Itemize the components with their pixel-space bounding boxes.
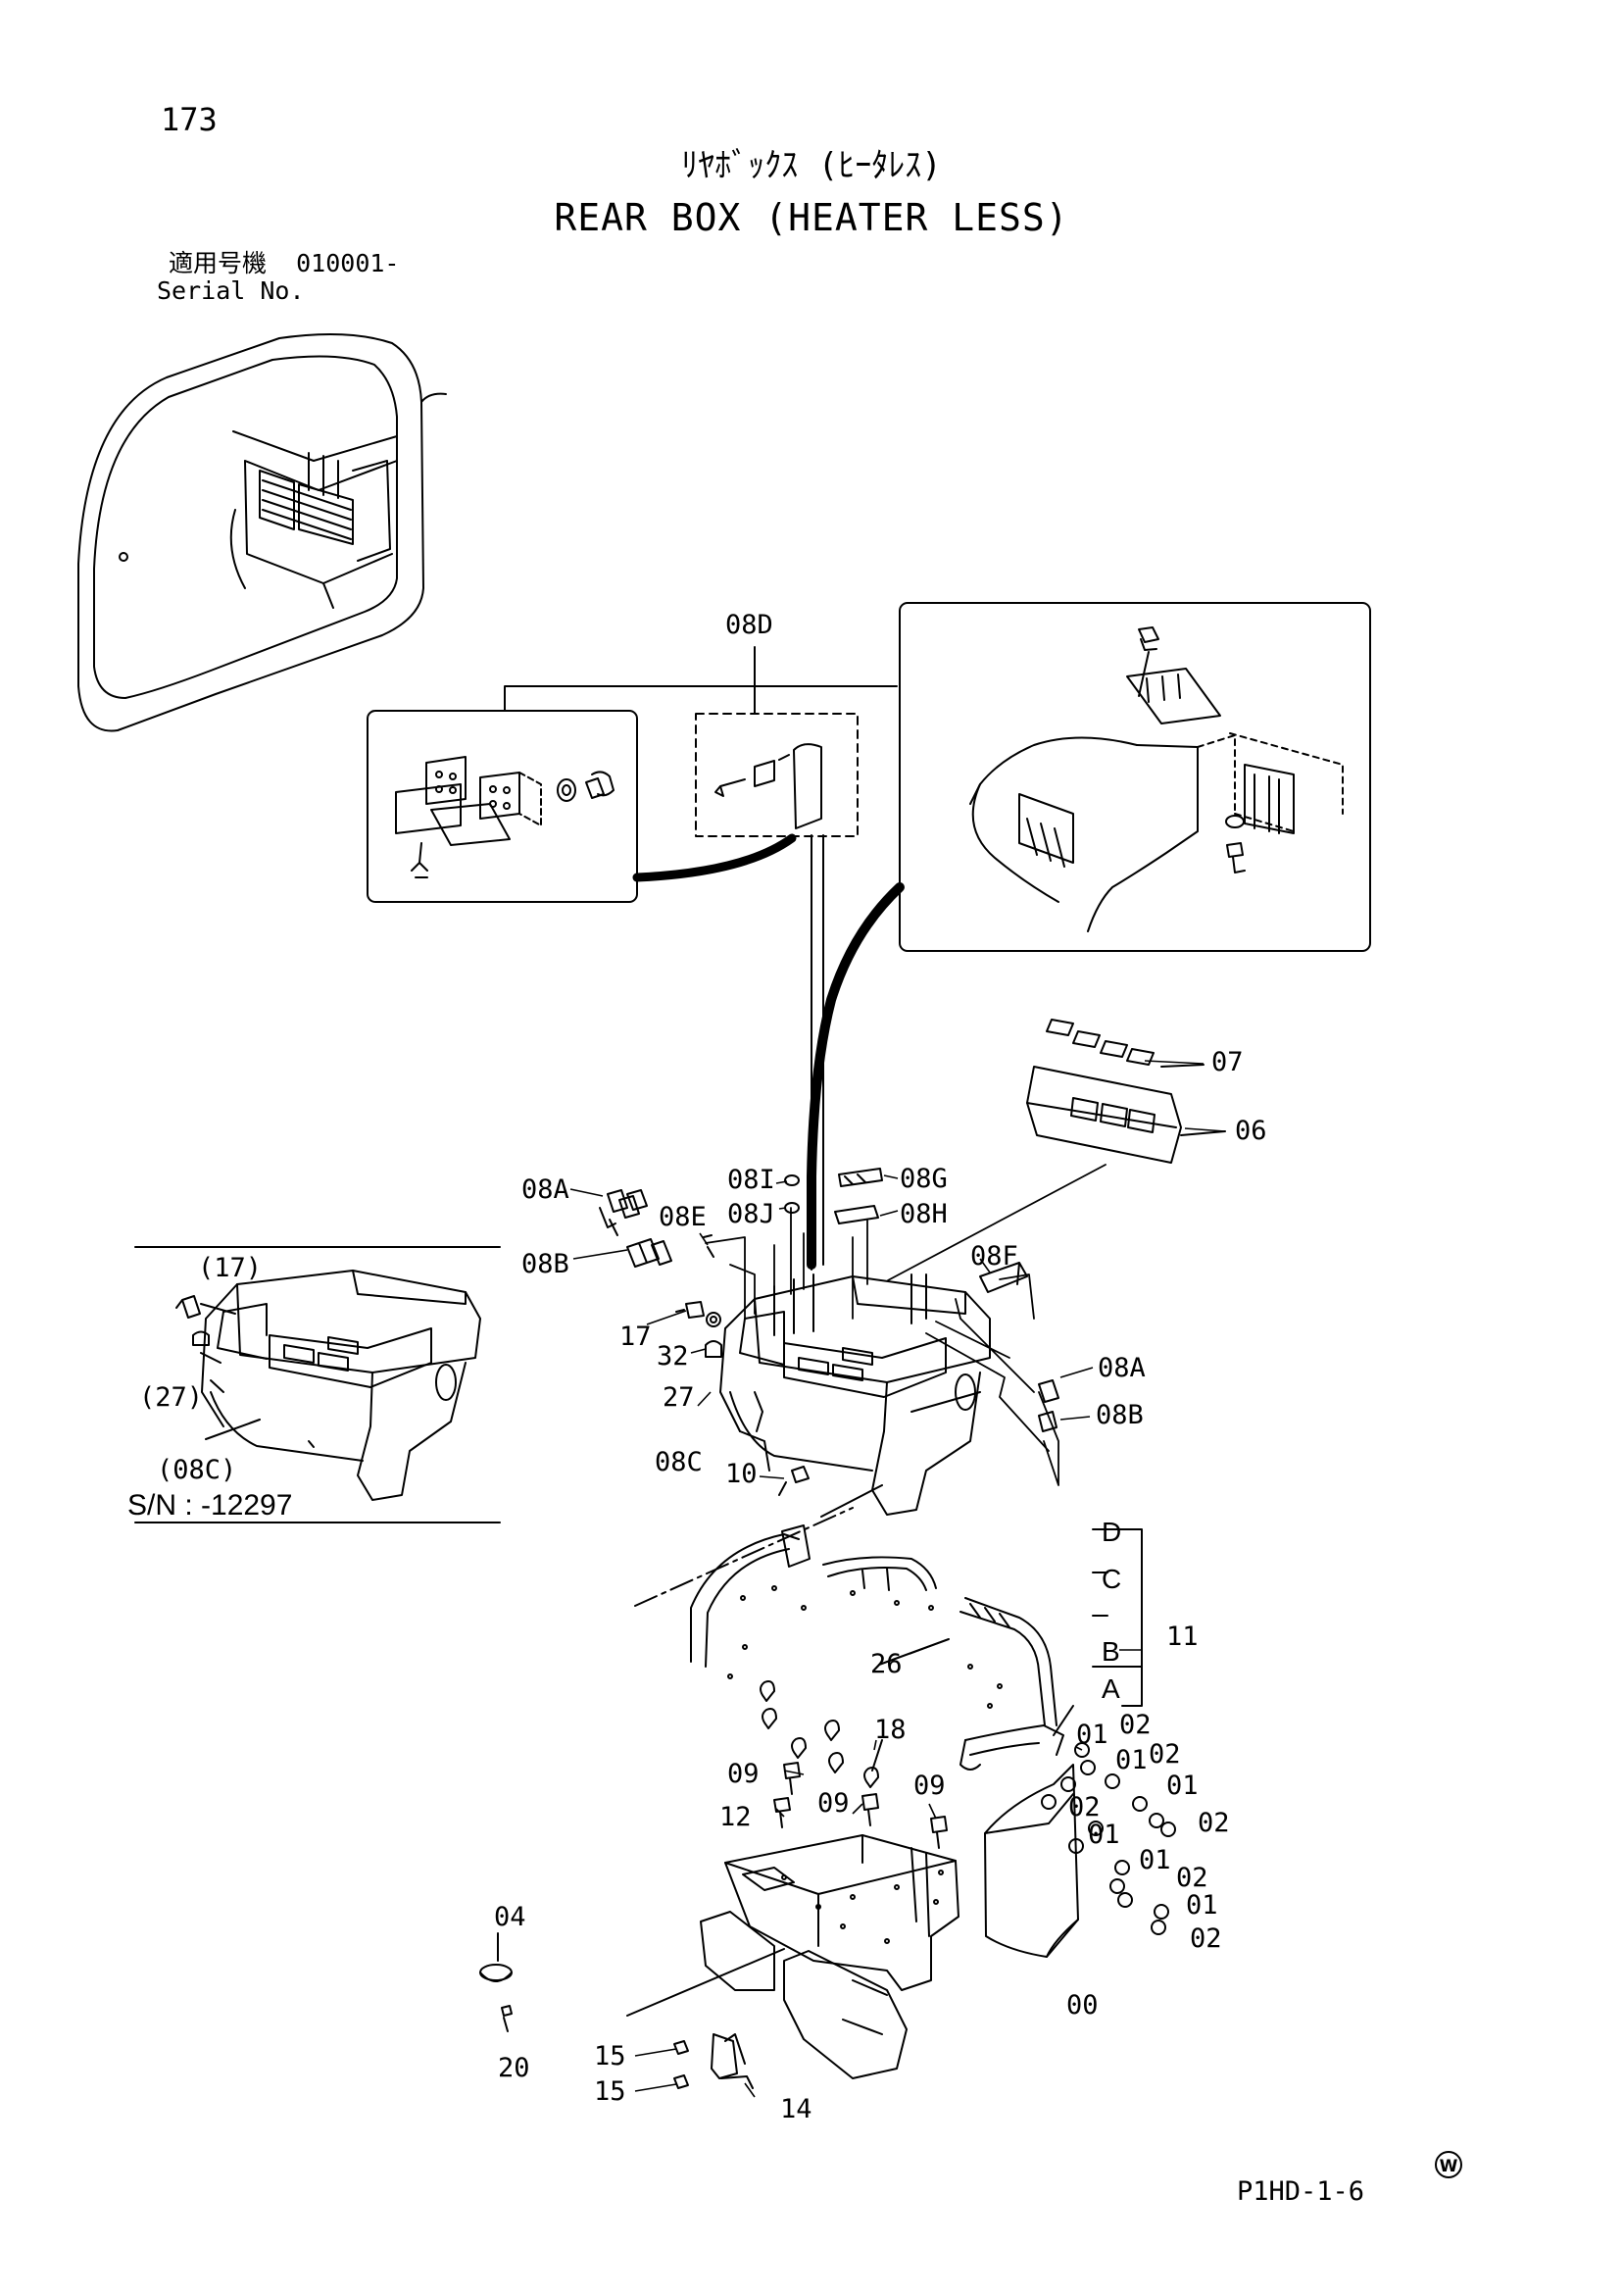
callout-02-c: 02 (1068, 1792, 1101, 1822)
bolts-01-02 (1041, 1742, 1176, 1935)
callout-08H: 08H (900, 1199, 948, 1229)
callout-08D: 08D (725, 610, 773, 640)
callout-15-b: 15 (594, 2076, 626, 2107)
callout-09-c: 09 (913, 1771, 946, 1801)
callout-09-b: 09 (817, 1788, 850, 1819)
leaders-main-box (705, 1164, 1107, 1486)
bracket-14 (673, 2033, 754, 2089)
callout-08C: 08C (655, 1447, 703, 1477)
callout-D: D (1102, 1517, 1121, 1547)
inset-label-27: (27) (139, 1382, 203, 1413)
callout-01-c: 01 (1166, 1771, 1199, 1801)
callout-26: 26 (870, 1649, 903, 1679)
callout-09-a: 09 (727, 1759, 760, 1789)
title-english: REAR BOX (HEATER LESS) (554, 196, 1069, 239)
loop-parts-18 (760, 1680, 883, 1788)
cab-overview-figure (77, 333, 447, 732)
callout-02-b: 02 (1149, 1739, 1181, 1770)
callout-01-e: 01 (1139, 1845, 1171, 1875)
callout-12: 12 (719, 1802, 752, 1832)
floor-frame-26 (634, 1507, 1143, 1771)
callout-02-f: 02 (1190, 1923, 1222, 1954)
w-mark-icon: W (1435, 2151, 1462, 2178)
callout-00: 00 (1066, 1990, 1099, 2021)
detail-08d-left (367, 710, 638, 903)
title-japanese: ﾘﾔﾎﾞｯｸｽ (ﾋｰﾀﾚｽ) (681, 146, 942, 185)
leader-08c-frame (820, 1484, 883, 1518)
page-number: 173 (161, 101, 218, 138)
detail-08d-right (899, 602, 1371, 952)
callout-B: B (1102, 1636, 1120, 1667)
callout-01-d: 01 (1088, 1820, 1120, 1850)
rear-panel-06-07 (1026, 1019, 1226, 1164)
callout-08J: 08J (727, 1199, 775, 1229)
callout-A: A (1102, 1673, 1120, 1704)
callout-01-f: 01 (1186, 1890, 1218, 1921)
callout-27: 27 (663, 1382, 695, 1413)
callout-01-b: 01 (1115, 1745, 1148, 1775)
serial-range: 010001- (296, 249, 400, 277)
callout-11: 11 (1166, 1622, 1199, 1652)
plug-04-20 (479, 1932, 513, 2032)
callout-08E: 08E (659, 1202, 707, 1232)
inset-label-08C: (08C) (157, 1455, 236, 1485)
callout-02-e: 02 (1176, 1863, 1208, 1893)
leader-15-base (626, 1948, 785, 2017)
callout-08I: 08I (727, 1165, 775, 1195)
callout-08B-right: 08B (1096, 1400, 1144, 1430)
callout-17: 17 (619, 1322, 652, 1352)
detail-swoosh-lines (632, 833, 905, 1270)
callout-04: 04 (494, 1902, 526, 1932)
callout-14: 14 (780, 2094, 812, 2124)
callout-08A: 08A (521, 1174, 569, 1205)
small-parts-08 (599, 1168, 1059, 1496)
callout-01-a: 01 (1076, 1720, 1108, 1750)
callout-08F: 08F (970, 1241, 1018, 1272)
serial-label-jp: 適用号機 (169, 249, 268, 277)
inset-serial-note: S/N : -12297 (127, 1489, 292, 1522)
callout-10: 10 (725, 1459, 758, 1489)
page-code: P1HD-1-6 (1237, 2176, 1365, 2207)
callout-07: 07 (1211, 1047, 1244, 1077)
callout-32: 32 (657, 1341, 689, 1372)
callout-18: 18 (874, 1715, 907, 1745)
callout-08B: 08B (521, 1249, 569, 1279)
serial-label-en: Serial No. (157, 276, 305, 305)
callout-08A-right: 08A (1098, 1353, 1146, 1383)
callout-C: C (1102, 1564, 1121, 1594)
rear-box-main (719, 1273, 991, 1516)
inset-old-serial (134, 1246, 501, 1523)
callout-02-a: 02 (1119, 1710, 1152, 1740)
leader-08d (504, 646, 898, 715)
base-frame (700, 1834, 959, 2079)
callout-06: 06 (1235, 1116, 1267, 1146)
callout-02-d: 02 (1198, 1808, 1230, 1838)
detail-08d-center (695, 713, 859, 837)
callout-20: 20 (498, 2053, 530, 2083)
inset-label-17: (17) (198, 1253, 262, 1283)
cover-00 (984, 1764, 1079, 1958)
bolts-09-12 (773, 1762, 948, 1849)
serial-applicability: 適用号機 010001- (169, 251, 399, 275)
callout-15-a: 15 (594, 2041, 626, 2071)
callout-08G: 08G (900, 1164, 948, 1194)
